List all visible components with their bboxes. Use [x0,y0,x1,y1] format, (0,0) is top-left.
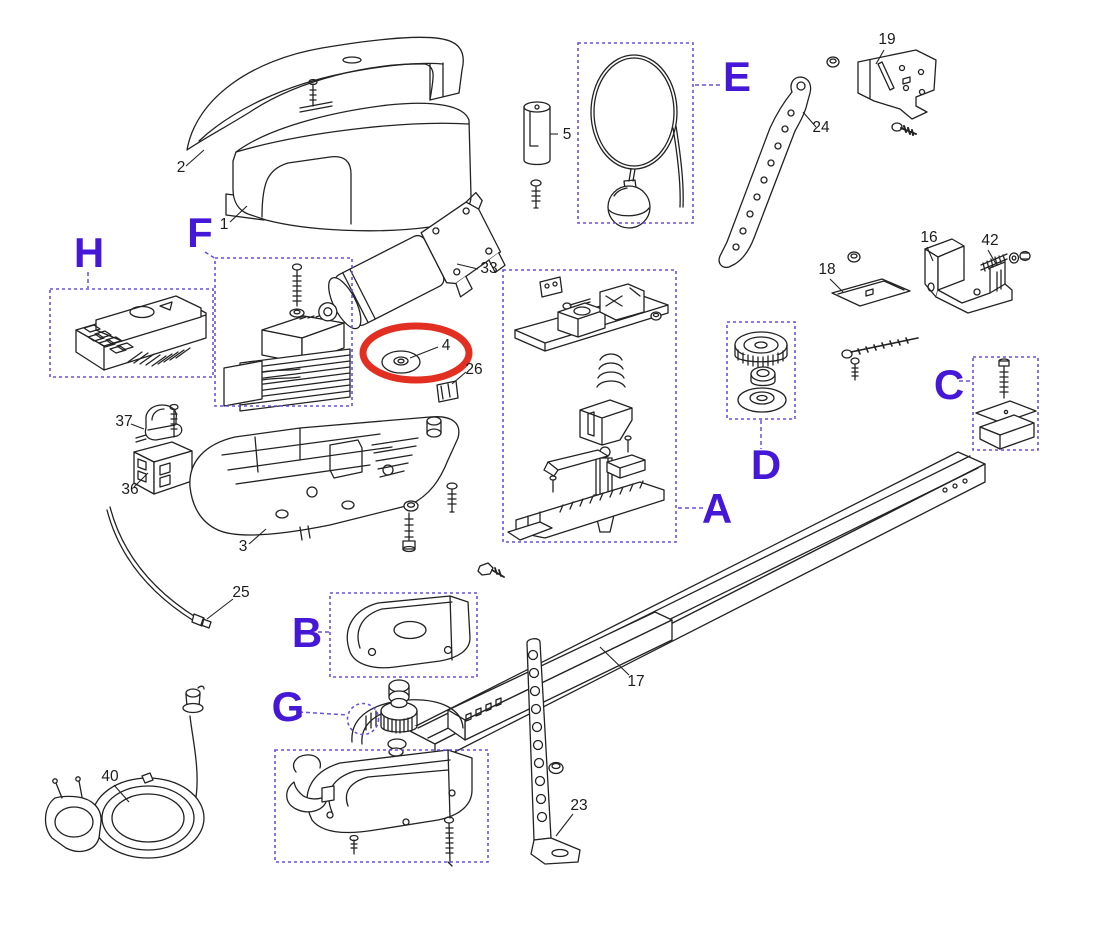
group-box-a [502,269,677,543]
part-24-door-arm [718,76,812,269]
leader-line [599,646,630,676]
leader-line [113,784,130,803]
part-number-40: 40 [101,768,119,785]
leader-line [133,472,149,488]
part-f-transformer [223,263,351,412]
part-e-release-cord [590,54,684,229]
part-number-17: 17 [627,673,644,690]
part-a-trolley-assembly [507,276,669,541]
group-box-h [49,288,214,378]
part-16-clamp-bracket [924,238,1013,314]
group-box-f [214,257,353,407]
part-5-adapter [523,101,551,209]
leader-lines [87,49,997,837]
leader-line [248,528,267,545]
part-number-25: 25 [232,584,249,601]
part-number-24: 24 [812,119,830,136]
group-box-d [726,321,796,420]
part-number-26: 26 [465,361,482,378]
part-18-plate [831,251,919,381]
leader-line [456,263,479,270]
part-b-upper-housing [346,595,471,669]
part-number-23: 23 [570,797,587,814]
part-4-washer [381,350,421,374]
part-number-4: 4 [442,337,451,354]
part-23-hanger-strap [477,562,581,865]
g-highlight-circle [346,702,380,736]
leader-line [875,49,885,65]
leader-line [555,813,574,837]
part-number-37: 37 [115,413,132,430]
part-19-bracket [826,49,937,136]
part-number-5: 5 [563,126,572,143]
group-letter-E: E [723,53,751,100]
group-box-b [329,592,478,678]
part-g-sprocket [351,679,464,757]
part-number-1: 1 [220,216,229,233]
part-number-3: 3 [239,538,248,555]
part-number-36: 36 [121,481,138,498]
group-letter-D: D [751,441,781,488]
part-25-wire [106,506,212,629]
group-box-e [577,42,694,224]
leader-line [802,111,817,128]
part-36-terminal-block [133,403,193,495]
part-h-control-unit [75,295,207,371]
leader-line [829,278,844,293]
chassis-hardware [402,482,458,553]
leader-line [409,346,439,359]
part-d-pulley [734,331,788,413]
leader-line [298,711,349,716]
group-box-g [274,749,489,863]
leader-line [987,249,997,265]
group-letter-H: H [74,229,104,276]
group-letter-A: A [702,485,732,532]
leader-line [130,423,145,430]
leader-line [185,149,205,167]
group-letter-C: C [934,361,964,408]
highlight-ellipse [359,322,473,384]
part-lower-housing [286,749,473,867]
leader-line [451,371,467,385]
part-40-power-cord [44,715,205,859]
part-number-16: 16 [920,229,937,246]
grommet [182,685,205,714]
part-number-19: 19 [878,31,895,48]
part-number-33: 33 [480,260,497,277]
leader-line [206,598,234,620]
leader-line [926,246,934,262]
group-box-c [972,356,1039,451]
leader-line [229,205,248,223]
part-2-top-cover [186,36,464,151]
part-33-motor [318,191,506,330]
leader-line [204,251,217,260]
part-number-2: 2 [177,159,186,176]
group-letter-G: G [272,683,305,730]
part-number-42: 42 [981,232,998,249]
group-letter-F: F [187,209,213,256]
part-26-clip [436,380,459,403]
group-letter-B: B [292,609,322,656]
part-c-rail-bracket [975,358,1037,450]
part-number-18: 18 [818,261,835,278]
part-3-chassis [189,416,460,541]
